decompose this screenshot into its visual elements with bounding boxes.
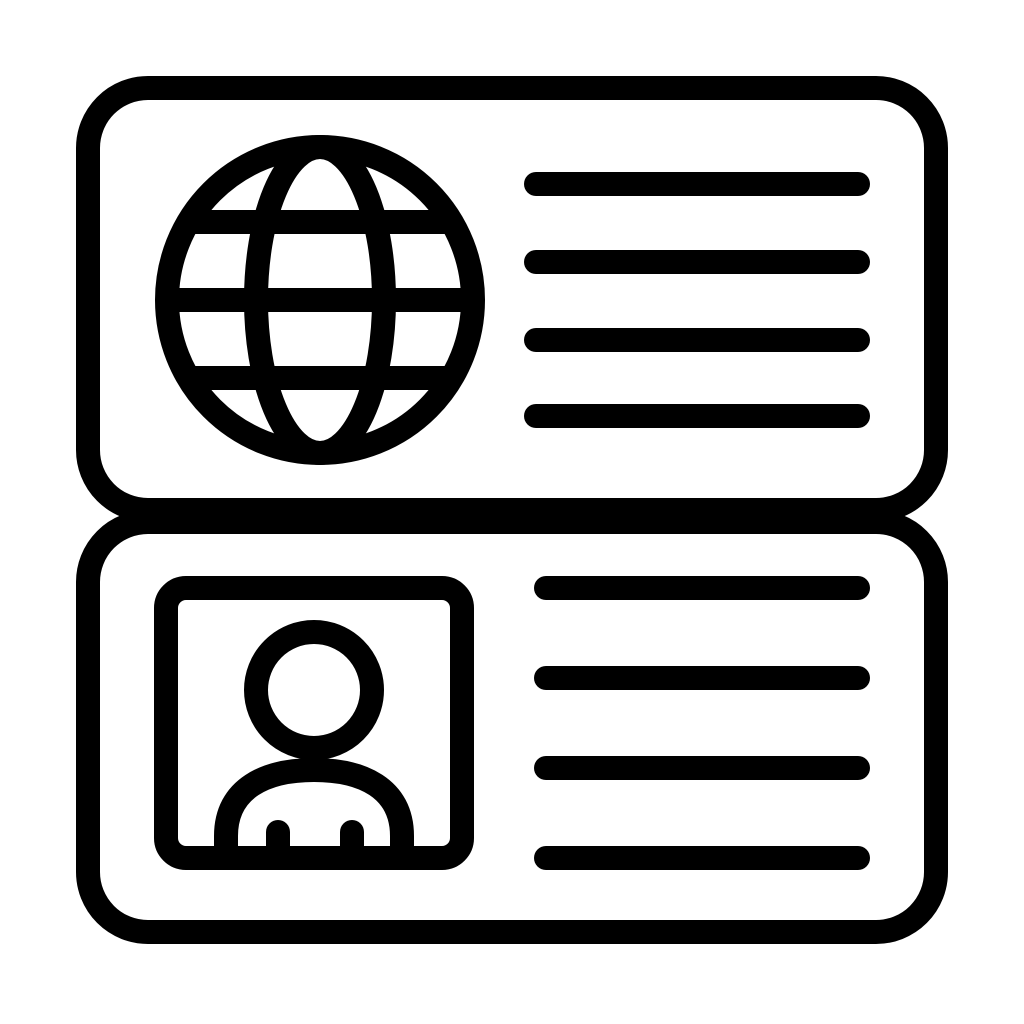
avatar-shoulders (214, 758, 414, 864)
avatar-head (244, 620, 384, 760)
bottom-card-frame (76, 510, 948, 944)
globe-icon (155, 135, 485, 465)
top-card (76, 76, 948, 522)
bottom-card (76, 510, 948, 944)
user-avatar-icon (154, 576, 474, 870)
photo-frame (154, 576, 474, 870)
